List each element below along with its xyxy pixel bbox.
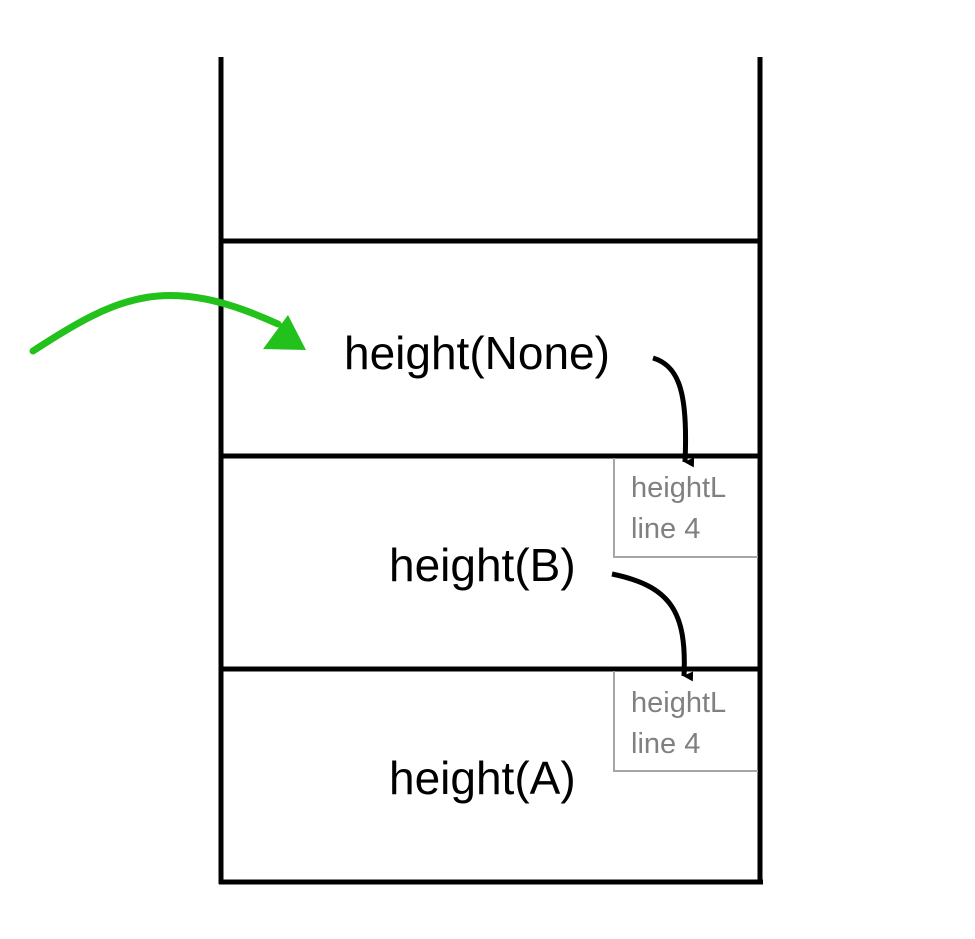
return-box-frame-2: heightL line 4 [613, 458, 758, 558]
return-line-label: line 4 [631, 728, 700, 760]
return-line-label: line 4 [631, 513, 700, 545]
return-box-frame-3: heightL line 4 [613, 671, 758, 772]
return-function-label: heightL [631, 687, 726, 719]
frame-call-label: height(B) [389, 539, 576, 591]
active-frame-arrow-icon [29, 292, 282, 355]
return-arrow-icon [611, 571, 694, 682]
frame-call-label: height(A) [389, 752, 576, 804]
return-function-label: heightL [631, 472, 726, 504]
active-frame-arrowhead-icon [263, 315, 306, 350]
return-arrow-icon [652, 355, 695, 468]
frame-call-label: height(None) [344, 327, 610, 379]
return-box-border [613, 671, 758, 772]
return-box-border [613, 458, 758, 558]
stack-outline [218, 57, 763, 885]
